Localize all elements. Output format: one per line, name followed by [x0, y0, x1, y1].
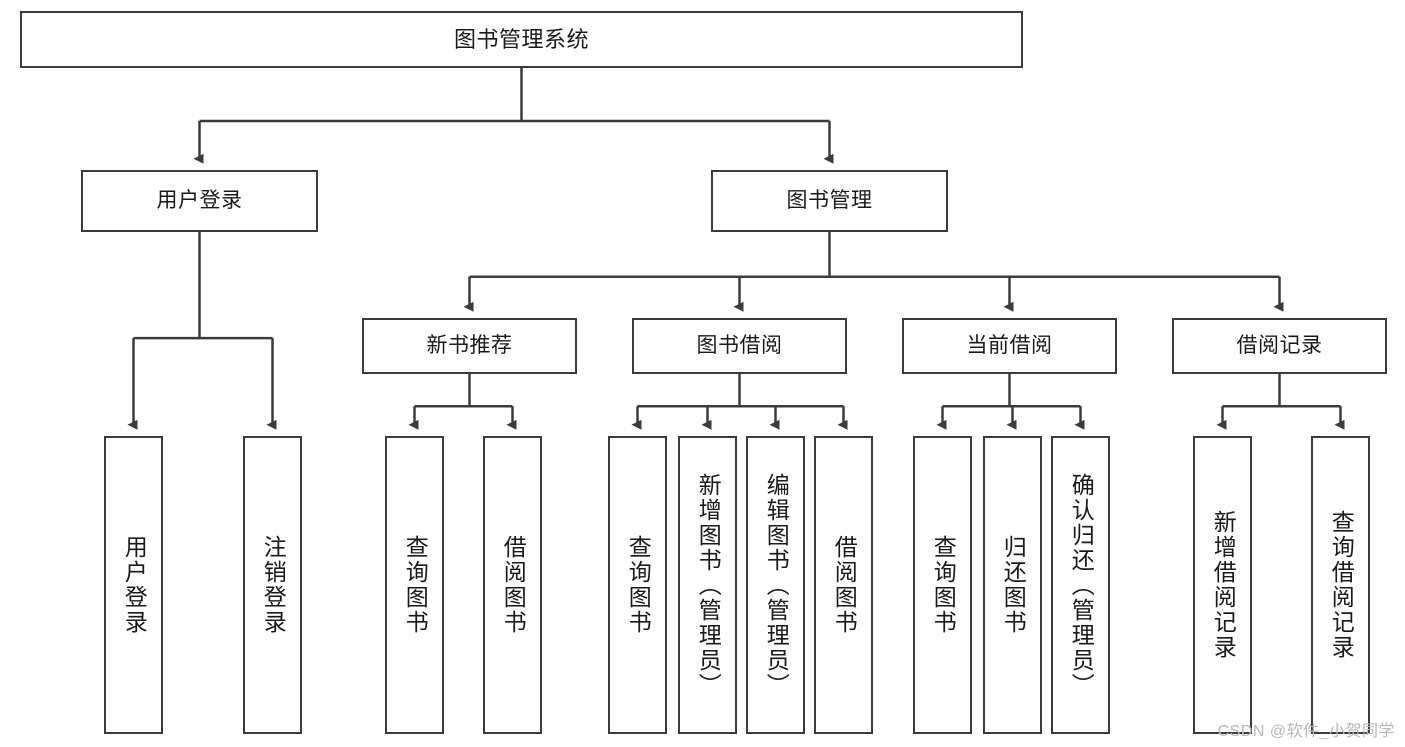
- node-label: 注销登录: [260, 535, 287, 635]
- node-label: 查询图书: [625, 535, 652, 635]
- leaf-edit-book-admin[interactable]: 编辑图书（管理员）: [746, 436, 805, 734]
- node-label: 借阅图书: [500, 535, 527, 635]
- node-label: 查询图书: [402, 535, 429, 635]
- leaf-borrow-book-2[interactable]: 借阅图书: [814, 436, 873, 734]
- node-current-borrow[interactable]: 当前借阅: [902, 318, 1117, 374]
- leaf-query-book-1[interactable]: 查询图书: [385, 436, 444, 734]
- leaf-add-book-admin[interactable]: 新增图书（管理员）: [678, 436, 737, 734]
- leaf-query-book-3[interactable]: 查询图书: [913, 436, 972, 734]
- node-label: 归还图书: [1000, 535, 1027, 635]
- node-label: 当前借阅: [966, 333, 1053, 357]
- leaf-add-borrow-record[interactable]: 新增借阅记录: [1193, 436, 1252, 734]
- node-borrow-record[interactable]: 借阅记录: [1172, 318, 1387, 374]
- node-label: 用户登录: [121, 535, 148, 635]
- node-book-borrow[interactable]: 图书借阅: [632, 318, 847, 374]
- leaf-query-borrow-record[interactable]: 查询借阅记录: [1311, 436, 1370, 734]
- node-label: 借阅图书: [831, 535, 858, 635]
- node-user-login[interactable]: 用户登录: [81, 170, 318, 232]
- node-book-management[interactable]: 图书管理: [711, 170, 948, 232]
- leaf-user-login[interactable]: 用户登录: [104, 436, 163, 734]
- node-label: 查询图书: [930, 535, 957, 635]
- node-label: 查询借阅记录: [1328, 510, 1355, 660]
- node-label: 新增借阅记录: [1210, 510, 1237, 660]
- node-label: 图书借阅: [696, 333, 783, 357]
- node-label: 用户登录: [156, 188, 243, 212]
- node-new-book-recommend[interactable]: 新书推荐: [362, 318, 577, 374]
- node-label: 借阅记录: [1236, 333, 1323, 357]
- node-label: 图书管理系统: [453, 26, 589, 52]
- leaf-confirm-return-admin[interactable]: 确认归还（管理员）: [1051, 436, 1110, 734]
- watermark: CSDN @软件_小贺同学: [1217, 723, 1395, 740]
- node-label: 确认归还（管理员）: [1068, 472, 1095, 698]
- leaf-return-book[interactable]: 归还图书: [983, 436, 1042, 734]
- node-label: 编辑图书（管理员）: [763, 472, 790, 698]
- leaf-query-book-2[interactable]: 查询图书: [608, 436, 667, 734]
- node-label: 新书推荐: [426, 333, 513, 357]
- node-label: 图书管理: [786, 188, 873, 212]
- leaf-logout[interactable]: 注销登录: [243, 436, 302, 734]
- leaf-borrow-book-1[interactable]: 借阅图书: [483, 436, 542, 734]
- node-root-system[interactable]: 图书管理系统: [20, 11, 1023, 68]
- node-label: 新增图书（管理员）: [695, 472, 722, 698]
